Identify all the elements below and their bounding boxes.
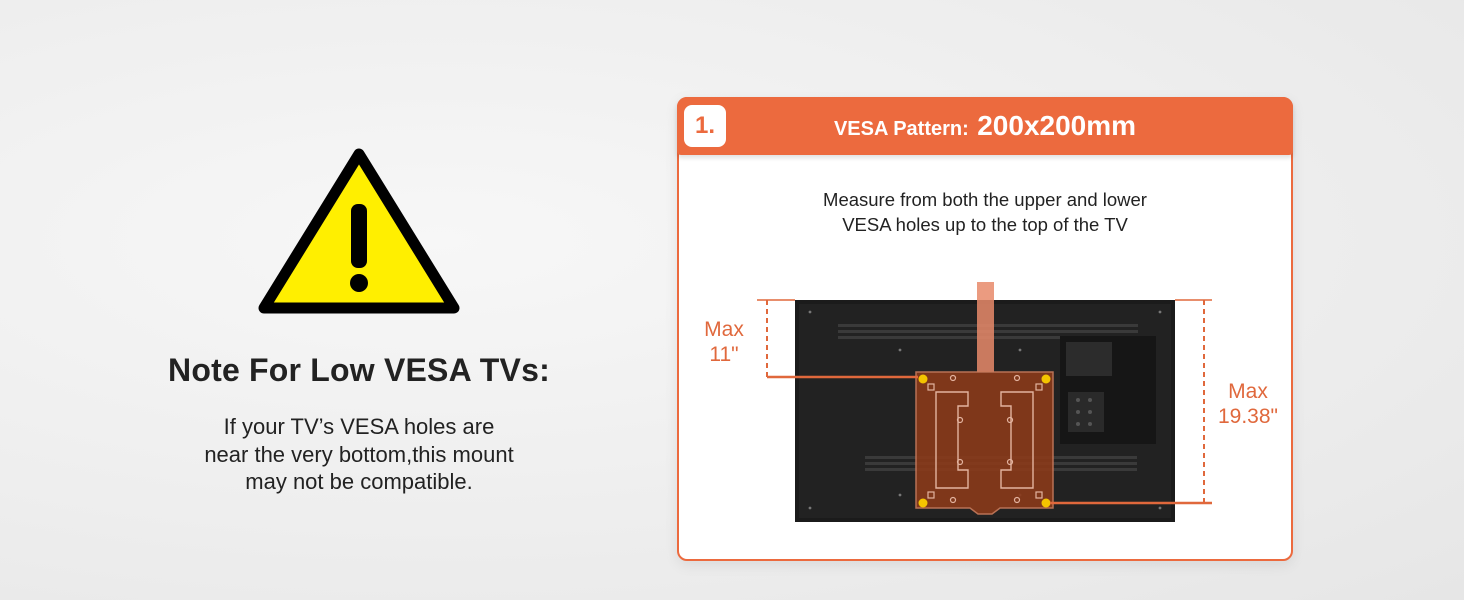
instruction-line: VESA holes up to the top of the TV — [842, 214, 1128, 235]
step-number-badge: 1. — [684, 105, 726, 147]
note-body-line: near the very bottom,this mount — [204, 441, 514, 467]
measure-instructions: Measure from both the upper and lower VE… — [679, 187, 1291, 237]
note-body: If your TV’s VESA holes are near the ver… — [150, 413, 568, 496]
header-title: VESA Pattern: 200x200mm — [677, 97, 1293, 155]
note-body-line: may not be compatible. — [245, 469, 473, 494]
header-label: VESA Pattern: — [833, 118, 969, 140]
card-header: VESA Pattern: 200x200mm 1. — [677, 97, 1293, 155]
vesa-pattern-card: VESA Pattern: 200x200mm 1. Measure from … — [677, 97, 1293, 561]
note-body-line: If your TV’s VESA holes are — [223, 414, 495, 439]
header-value: 200x200mm — [977, 110, 1137, 141]
warning-triangle-icon — [258, 148, 460, 314]
instruction-line: Measure from both the upper and lower — [823, 189, 1147, 210]
note-title: Note For Low VESA TVs: — [168, 352, 550, 388]
